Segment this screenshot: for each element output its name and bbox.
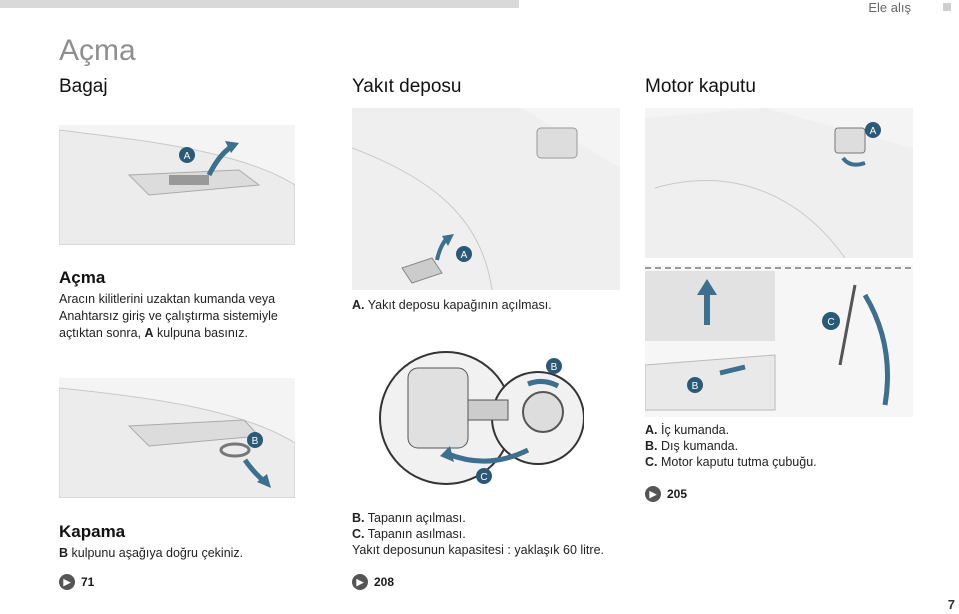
hood-open-illustration: B C — [644, 265, 913, 417]
label-a: A — [461, 250, 468, 261]
ref-motor[interactable]: ▶ 205 — [645, 486, 687, 502]
heading-motor: Motor kaputu — [645, 76, 756, 97]
close-title: Kapama — [59, 522, 126, 541]
open-title: Açma — [59, 268, 106, 287]
chapter-marker — [943, 3, 951, 11]
fuel-item-a: A. Yakıt deposu kapağının açılması. — [352, 298, 552, 312]
ref-bagaj[interactable]: ▶ 71 — [59, 574, 94, 590]
close-text: B kulpunu aşağıya doğru çekiniz. — [59, 546, 244, 560]
trunk-open-illustration: A — [58, 125, 296, 246]
chapter-title: Ele alış — [868, 0, 911, 15]
fuel-cap-illustration: B C — [378, 350, 585, 488]
top-bar — [0, 0, 519, 8]
label-b: B — [692, 381, 699, 392]
label-a: A — [870, 126, 877, 137]
heading-bagaj: Bagaj — [59, 76, 108, 97]
book-arrow-icon: ▶ — [59, 574, 75, 590]
label-b: B — [551, 362, 558, 373]
hood-release-illustration: A — [645, 108, 913, 259]
book-arrow-icon: ▶ — [645, 486, 661, 502]
heading-yakit: Yakıt deposu — [352, 76, 462, 97]
label-a: A — [184, 151, 191, 162]
open-text: Aracın kilitlerini uzaktan kumanda veya … — [59, 292, 278, 340]
label-b: B — [252, 436, 259, 447]
label-c: C — [480, 472, 487, 483]
label-c: C — [827, 317, 834, 328]
fuel-items: B. Tapanın açılması. C. Tapanın asılması… — [352, 511, 604, 557]
book-arrow-icon: ▶ — [352, 574, 368, 590]
ref-yakit[interactable]: ▶ 208 — [352, 574, 394, 590]
hood-items: A. İç kumanda. B. Dış kumanda. C. Motor … — [645, 423, 817, 469]
trunk-close-illustration: B — [58, 378, 296, 499]
page-number: 7 — [947, 597, 955, 612]
page-title: Açma — [59, 34, 136, 67]
fuel-flap-illustration: A — [351, 108, 620, 291]
